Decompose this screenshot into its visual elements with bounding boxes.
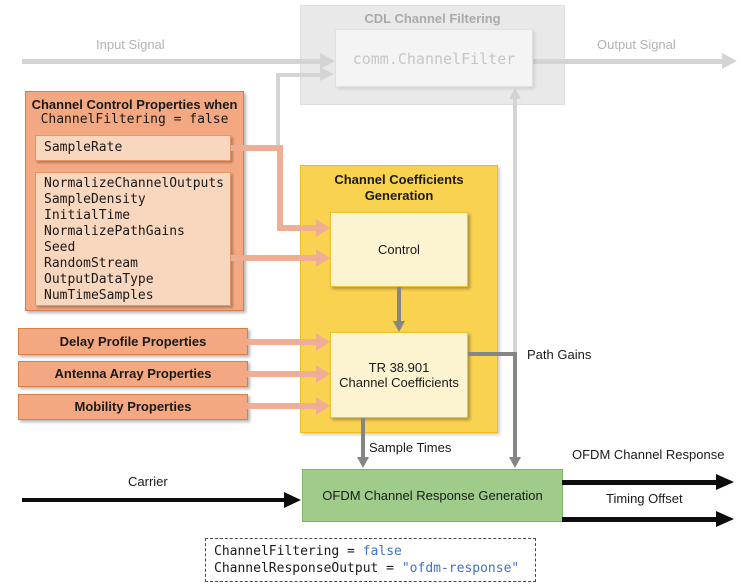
property-list-item: InitialTime <box>44 208 131 223</box>
samplerate-to-filter-vline <box>276 73 280 149</box>
output-signal-label: Output Signal <box>597 37 676 52</box>
channel-control-title-line1: Channel Control Properties when <box>31 97 238 112</box>
timing-offset-label: Timing Offset <box>606 491 683 506</box>
tr-block-line1: TR 38.901 <box>368 360 430 375</box>
output-signal-line <box>533 59 723 64</box>
property-list-item: NumTimeSamples <box>44 288 154 303</box>
timing-offset-line <box>562 517 718 522</box>
samplerate-to-filter-arrowhead-icon <box>320 67 334 81</box>
delay-profile-properties-box: Delay Profile Properties <box>18 328 248 355</box>
pathgains-to-filter-arrowhead-icon <box>509 88 521 99</box>
property-list-item: NormalizeChannelOutputs <box>44 176 225 191</box>
control-to-tr-arrowhead-icon <box>393 321 405 332</box>
property-list-box: NormalizeChannelOutputs SampleDensity In… <box>35 172 231 306</box>
samplerate-connector-h1 <box>231 145 283 151</box>
input-signal-label: Input Signal <box>96 37 165 52</box>
channel-control-title-line2: ChannelFiltering = false <box>40 112 229 127</box>
samplerate-connector-v <box>277 145 283 231</box>
sampletimes-arrowhead-icon <box>357 457 369 468</box>
coeff-gen-title-line2: Generation <box>364 188 434 203</box>
code-note-line1: ChannelFiltering = false <box>214 543 527 560</box>
antenna-connector-line <box>247 371 317 377</box>
carrier-line <box>22 498 286 502</box>
control-to-tr-line <box>397 287 401 322</box>
pathgains-to-ofdm-arrowhead-icon <box>509 457 521 468</box>
code-note-line2-name: ChannelResponseOutput = <box>214 561 402 576</box>
pathgains-to-ofdm-vline <box>513 352 517 458</box>
control-block: Control <box>330 212 468 287</box>
path-gains-label: Path Gains <box>527 347 592 362</box>
tr-pathgains-hline <box>468 352 515 356</box>
timing-offset-arrowhead-icon <box>716 511 734 527</box>
property-list-item: OutputDataType <box>44 272 154 287</box>
propertylist-connector-arrowhead-icon <box>316 249 330 267</box>
carrier-arrowhead-icon <box>284 492 301 508</box>
antenna-connector-arrowhead-icon <box>316 365 330 383</box>
property-list-item: SampleDensity <box>44 192 146 207</box>
tr-38901-block: TR 38.901 Channel Coefficients <box>330 332 468 418</box>
tr-block-line2: Channel Coefficients <box>339 375 459 390</box>
carrier-label: Carrier <box>128 474 168 489</box>
ofdm-channel-response-label: OFDM Channel Response <box>572 447 725 462</box>
propertylist-connector-line <box>231 255 317 261</box>
code-note-line1-name: ChannelFiltering = <box>214 544 363 559</box>
mobility-connector-line <box>247 403 317 409</box>
mobility-properties-box: Mobility Properties <box>18 394 248 420</box>
samplerate-to-filter-hline <box>276 73 322 77</box>
input-signal-arrowhead-icon <box>320 53 335 69</box>
output-signal-arrowhead-icon <box>722 53 737 69</box>
cdl-filtering-title: CDL Channel Filtering <box>364 11 501 26</box>
antenna-array-properties-box: Antenna Array Properties <box>18 361 248 387</box>
code-note-line2-value: "ofdm-response" <box>401 561 520 576</box>
delay-connector-arrowhead-icon <box>316 333 330 351</box>
ofdm-response-line <box>562 480 718 485</box>
delay-connector-line <box>247 339 317 345</box>
pathgains-to-filter-vline <box>513 91 517 353</box>
property-list-item: NormalizePathGains <box>44 224 185 239</box>
code-note-box: ChannelFiltering = false ChannelResponse… <box>205 538 536 582</box>
samplerate-property-box: SampleRate <box>35 135 231 161</box>
input-signal-line <box>22 59 322 64</box>
property-list-item: Seed <box>44 240 76 255</box>
code-note-line2: ChannelResponseOutput = "ofdm-response" <box>214 560 527 577</box>
samplerate-connector-arrowhead-icon <box>316 219 330 237</box>
code-note-line1-value: false <box>362 544 402 559</box>
property-list-item: RandomStream <box>44 256 138 271</box>
coeff-gen-title-line1: Channel Coefficients <box>334 172 464 187</box>
sampletimes-vline <box>361 418 365 458</box>
comm-channelfilter-block: comm.ChannelFilter <box>335 29 533 87</box>
samplerate-connector-h2 <box>277 225 317 231</box>
sample-times-label: Sample Times <box>369 440 452 455</box>
ofdm-generation-block: OFDM Channel Response Generation <box>302 469 563 522</box>
ofdm-response-arrowhead-icon <box>716 474 734 490</box>
mobility-connector-arrowhead-icon <box>316 397 330 415</box>
